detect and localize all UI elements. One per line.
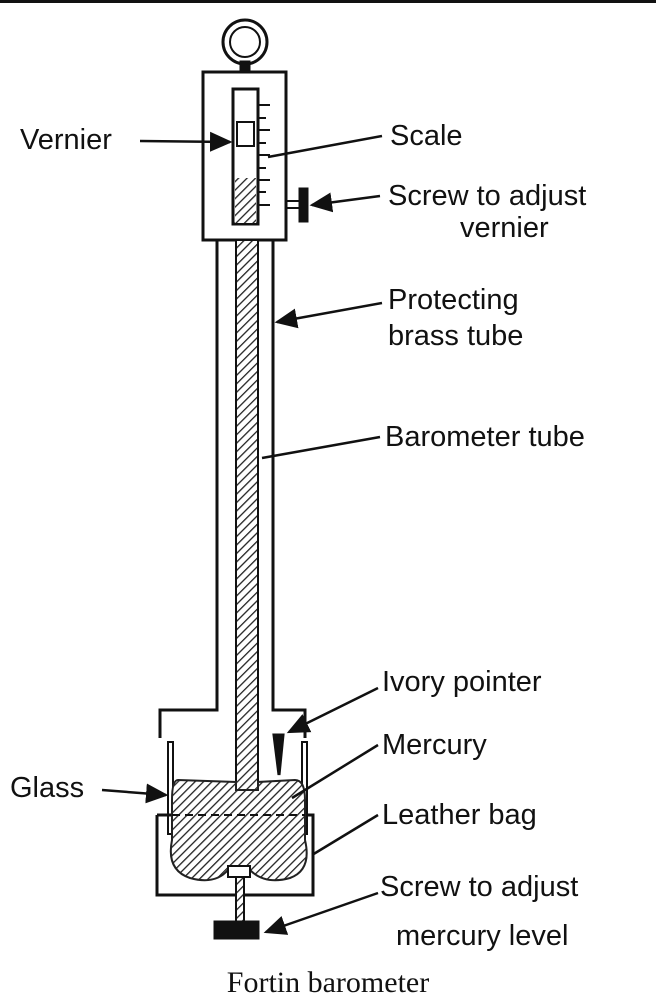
label-screw-mercury-line2: mercury level (396, 920, 569, 952)
label-ivory-pointer: Ivory pointer (382, 666, 542, 698)
label-vernier: Vernier (20, 124, 112, 156)
level-screw-shaft (235, 876, 245, 923)
barometer-tube (235, 239, 259, 791)
label-screw-vernier-line1: Screw to adjust (388, 180, 587, 212)
figure-caption: Fortin barometer (226, 966, 430, 999)
label-brass-line2: brass tube (388, 320, 524, 352)
label-screw-vernier-line2: vernier (460, 212, 549, 244)
level-screw-knob (213, 920, 260, 940)
ivory-pointer (272, 733, 285, 776)
label-scale: Scale (390, 120, 463, 152)
label-barometer-tube: Barometer tube (385, 421, 585, 453)
label-leather-bag: Leather bag (382, 799, 537, 831)
label-screw-mercury-line1: Screw to adjust (380, 871, 579, 903)
label-glass: Glass (10, 772, 85, 804)
label-brass-line1: Protecting (388, 284, 519, 316)
vernier-slider (236, 121, 255, 147)
top-border (0, 0, 656, 3)
mercury-reservoir (169, 778, 308, 882)
vernier-screw (298, 187, 309, 223)
label-mercury: Mercury (382, 729, 487, 761)
